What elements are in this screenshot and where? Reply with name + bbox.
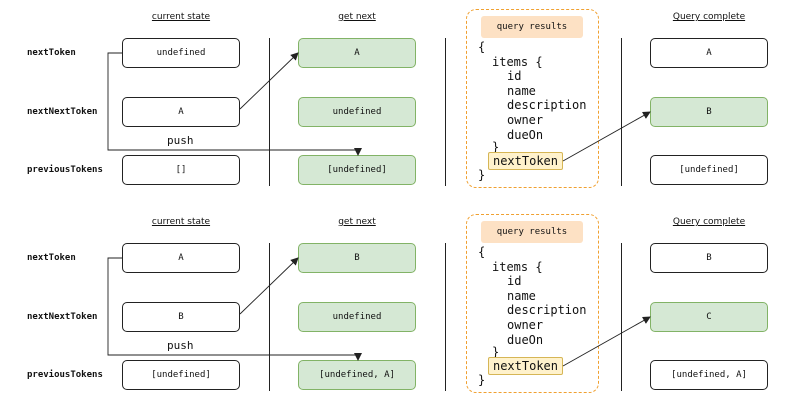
complete-next-token-box: A [650,38,768,68]
code-field-owner: owner [507,113,544,127]
complete-previous-tokens-box: [undefined] [650,155,768,185]
code-open-brace: { [478,40,486,54]
diagram-panel-2: current state get next Query complete ne… [0,205,800,410]
code-items-close: } [492,345,500,359]
current-next-next-token-box: B [122,302,240,332]
row-label-next-token: nextToken [27,48,76,58]
column-divider [269,243,270,391]
next-next-token-box: B [298,243,416,273]
arrows-layer [107,257,651,367]
header-query-complete: Query complete [672,12,746,22]
row-label-previous-tokens: previousTokens [27,165,103,175]
column-divider [269,38,270,186]
header-get-next: get next [338,217,376,227]
query-results-container [466,9,599,188]
row-label-previous-tokens: previousTokens [27,370,103,380]
code-close-brace: } [478,168,486,182]
push-label: push [167,339,194,352]
complete-next-next-token-box: C [650,302,768,332]
next-previous-tokens-box: [undefined] [298,155,416,185]
current-next-next-token-box: A [122,97,240,127]
code-field-owner: owner [507,318,544,332]
header-current-state: current state [151,12,211,22]
current-next-token-box: undefined [122,38,240,68]
push-arrow [107,257,362,361]
column-divider [445,243,446,391]
header-get-next: get next [338,12,376,22]
code-close-brace: } [478,373,486,387]
next-token-arrow [562,316,651,367]
code-field-name: name [507,289,536,303]
column-divider [445,38,446,186]
code-field-description: description [507,303,587,317]
row-label-next-token: nextToken [27,253,76,263]
next-token-field-highlight: nextToken [488,152,563,170]
code-field-dueon: dueOn [507,333,544,347]
complete-next-token-box: B [650,243,768,273]
next-token-field-highlight: nextToken [488,357,563,375]
column-divider [621,38,622,186]
code-field-name: name [507,84,536,98]
code-field-id: id [507,69,522,83]
code-field-dueon: dueOn [507,128,544,142]
next-next-next-token-box: undefined [298,97,416,127]
current-previous-tokens-box: [] [122,155,240,185]
push-label: push [167,134,194,147]
code-open-brace: { [478,245,486,259]
header-current-state: current state [151,217,211,227]
next-token-arrow [562,111,651,162]
shift-arrow [239,257,299,315]
header-query-complete: Query complete [672,217,746,227]
query-results-container [466,214,599,393]
column-divider [621,243,622,391]
code-field-id: id [507,274,522,288]
next-previous-tokens-box: [undefined, A] [298,360,416,390]
current-previous-tokens-box: [undefined] [122,360,240,390]
query-results-title: query results [481,221,583,243]
query-results-title: query results [481,16,583,38]
code-items-open: items { [492,55,543,69]
code-field-description: description [507,98,587,112]
code-items-open: items { [492,260,543,274]
shift-arrow [239,52,299,110]
row-label-next-next-token: nextNextToken [27,107,98,117]
arrows-layer [107,52,651,162]
current-next-token-box: A [122,243,240,273]
row-label-next-next-token: nextNextToken [27,312,98,322]
diagram-panel-1: current state get next Query complete ne… [0,0,800,205]
complete-previous-tokens-box: [undefined, A] [650,360,768,390]
next-next-next-token-box: undefined [298,302,416,332]
push-arrow [107,52,362,156]
code-items-close: } [492,140,500,154]
